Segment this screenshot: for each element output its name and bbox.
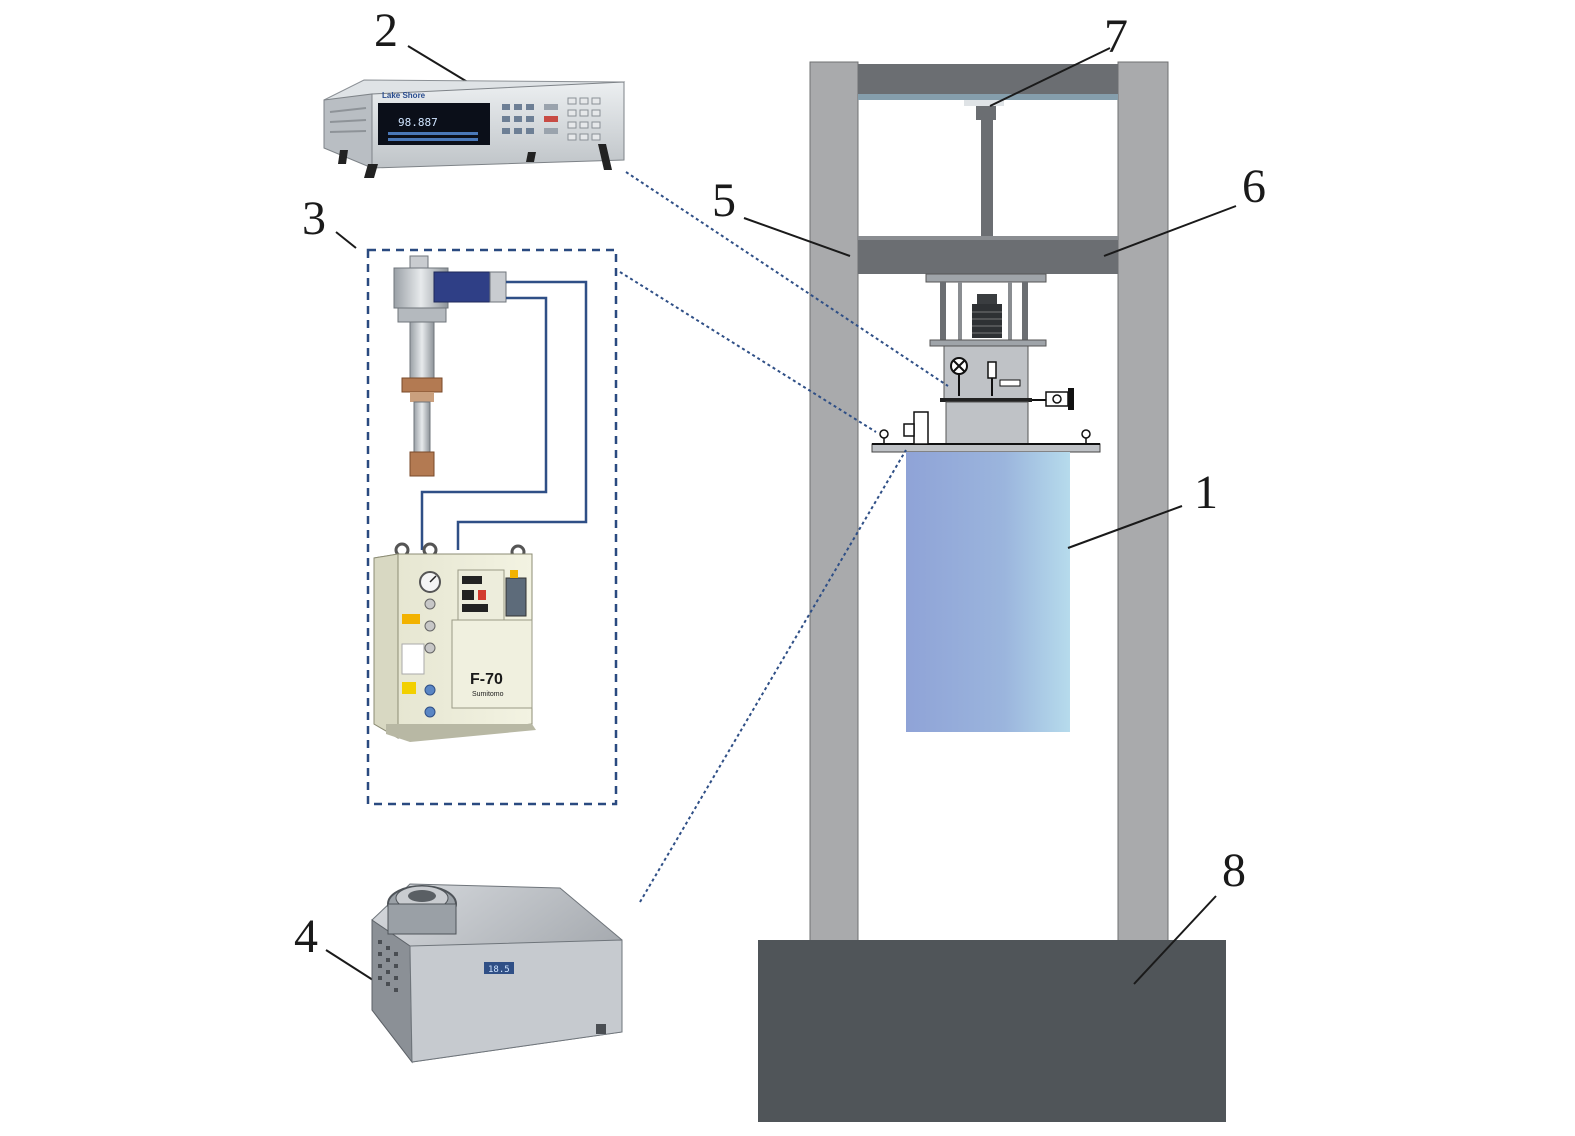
right-column [1117,61,1169,943]
controller-brand: Lake Shore [382,91,426,100]
callout-4: 4 [294,910,318,963]
rod-left [940,282,946,340]
callout-1: 1 [1194,466,1218,519]
link-cryocooler [619,271,877,433]
top-flange [925,273,1047,283]
bellows-cap [977,294,997,304]
leader-lines [325,45,1237,997]
link-vacuum-pump [639,449,907,903]
dewar [906,452,1070,732]
pump-port [913,411,929,445]
compressor-brand: Sumitomo [472,691,504,698]
pump-display [484,962,514,974]
middle-crossbeam-shade [858,236,1118,240]
vacuum-pump: 18.5 [371,883,623,1064]
callout-2: 2 [374,4,398,57]
cold-head [393,255,507,477]
feedthrough-icon [999,379,1021,387]
link-controller [625,171,949,387]
callout-6: 6 [1242,160,1266,213]
side-gauge [1045,391,1069,407]
compressor-model: F-70 [470,671,503,688]
inner-rod-right [1008,282,1012,340]
callout-labels: 1 2 3 4 5 6 7 8 [294,4,1266,963]
cryocooler-module: F-70 Sumitomo [366,248,618,806]
upper-pull-rod-shaft [981,120,993,238]
upper-pull-rod [976,106,996,120]
mid-flange [929,339,1047,347]
callout-5: 5 [712,174,736,227]
callout-3: 3 [302,192,326,245]
lower-chamber [945,401,1029,445]
sensor-port-icon [987,361,997,379]
pump-display-text: 18.5 [488,965,510,975]
bellows [972,304,1002,338]
base [758,940,1226,1122]
lifting-eye-right [1081,429,1091,439]
load-cell-mount [964,100,1004,106]
callout-7: 7 [1104,10,1128,63]
top-crossbeam-shade [858,94,1118,100]
temperature-controller: Lake Shore 98.887 [323,79,626,178]
controller-keypad [502,97,601,141]
controller-reading: 98.887 [398,116,438,129]
inner-rod-left [958,282,962,340]
callout-8: 8 [1222,844,1246,897]
helium-compressor: F-70 Sumitomo [373,542,536,742]
rod-right [1022,282,1028,340]
left-column [809,61,859,943]
lifting-eye-left [879,429,889,439]
cryostat-assembly [871,273,1101,732]
link-lines [619,171,949,903]
chamber-plate [940,398,1032,402]
module-border [366,248,618,806]
middle-crossbeam [858,238,1118,274]
